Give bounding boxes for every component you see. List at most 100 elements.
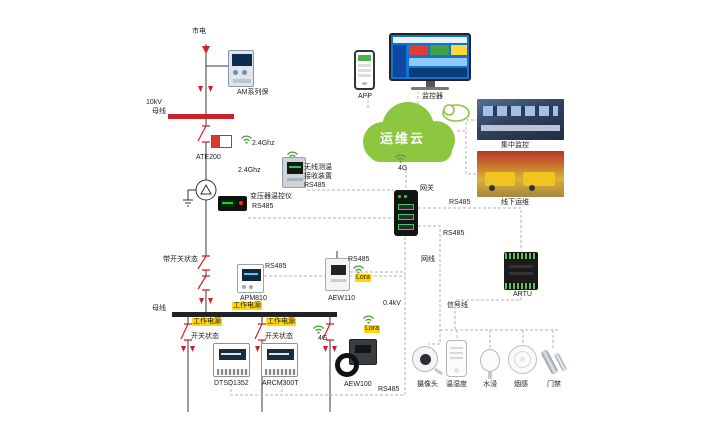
ghz-mid-label: 2.4Ghz	[238, 167, 261, 174]
device-port	[398, 204, 414, 210]
camera-device	[410, 344, 444, 378]
central-monitoring-label: 集中监控	[501, 142, 529, 149]
monitor-device	[389, 33, 471, 91]
aew110-label: AEW110	[328, 295, 356, 302]
device-screen	[355, 345, 371, 353]
lv-busbar-label: 母线	[152, 305, 166, 312]
photo-desk	[481, 125, 560, 131]
phone-app-row	[358, 64, 371, 67]
sensor-dot	[454, 368, 459, 373]
sensor-body	[212, 136, 220, 147]
wifi-icon-lora-aew110	[352, 265, 365, 274]
monitor-stand	[426, 81, 435, 87]
gateway-label: 网关	[420, 185, 434, 192]
signal-line-label: 信号线	[447, 302, 468, 309]
monitor-screen	[391, 35, 469, 79]
screen-tile	[430, 45, 449, 55]
door-access-device	[540, 346, 573, 378]
hv-busbar-label: 母线	[152, 108, 166, 115]
screen-tile	[409, 58, 467, 66]
device-port	[398, 214, 414, 220]
device-led	[239, 201, 243, 205]
device-screen	[219, 349, 246, 360]
lv-voltage-label: 0.4kV	[383, 300, 401, 307]
ground-symbol	[183, 189, 196, 207]
apm810-device	[237, 264, 264, 293]
mains-label: 市电	[192, 28, 206, 35]
transformer-symbol	[195, 179, 217, 201]
transformer-rs485-label: RS485	[252, 203, 274, 210]
wifi-icon-4g-gateway	[394, 154, 407, 163]
monitor-bezel	[389, 33, 471, 81]
aew100-label: AEW100	[344, 381, 372, 388]
phone-app-header	[358, 55, 371, 61]
monitor-label: 监控器	[422, 93, 443, 100]
device-port	[398, 224, 414, 230]
transformer-ctrl-label: 变压器温控仪	[250, 193, 292, 200]
device-button	[242, 285, 246, 289]
work-power-2-label: 工作电源	[266, 318, 296, 327]
feeder-lora-label: Lora	[364, 325, 381, 334]
wireless-rx-label-1: 无线测温	[304, 164, 332, 171]
hv-voltage-label: 10kV	[146, 99, 162, 106]
aew110-device	[325, 258, 350, 291]
artu-label: ARTU	[513, 291, 532, 298]
offline-ops-photo	[477, 151, 564, 197]
smoke-detector-device	[506, 344, 540, 376]
transformer-controller-device	[218, 196, 247, 211]
screen-tile	[409, 45, 428, 55]
phone-home-button	[362, 82, 367, 85]
wireless-rx-device	[282, 157, 306, 188]
cloud-icon	[363, 102, 470, 162]
screen-readout	[269, 353, 289, 355]
am-relay-device	[228, 50, 254, 87]
phone-app-row	[358, 69, 371, 72]
screen-tile	[451, 45, 467, 55]
screen-readout	[289, 166, 301, 168]
photo-truck	[485, 172, 515, 186]
device-screen	[221, 200, 235, 207]
comm-links	[230, 92, 560, 396]
camera-lens	[420, 354, 431, 365]
switch-status-main-label: 带开关状态	[163, 256, 198, 263]
sensor-body	[480, 349, 500, 372]
device-screen	[267, 349, 294, 360]
camera-label: 摄像头	[417, 381, 438, 388]
wireless-rx-rs485-label: RS485	[304, 182, 326, 189]
detector-ring	[514, 351, 531, 368]
device-terminals	[505, 253, 537, 259]
lv-busbar	[172, 312, 337, 317]
device-terminals	[265, 369, 296, 375]
wifi-icon-4g-feeder	[312, 325, 325, 334]
switch-status-1-label: 开关状态	[191, 333, 219, 340]
vent-slot	[450, 347, 463, 349]
device-terminals	[505, 283, 537, 289]
water-sensor-device	[477, 348, 503, 379]
device-led-row	[509, 265, 533, 268]
door-label: 门禁	[547, 381, 561, 388]
apm-rs485-label: RS485	[265, 263, 287, 270]
smoke-label: 烟感	[514, 381, 528, 388]
device-button	[242, 70, 247, 75]
device-led	[404, 195, 407, 198]
wireless-rx-label-2: 接收装置	[304, 173, 332, 180]
app-label: APP	[358, 93, 373, 100]
work-power-1-label: 工作电源	[192, 318, 222, 327]
aew-lora-label: Lora	[355, 274, 372, 283]
aew100-device	[335, 339, 379, 379]
uplink-4g-label: 4G	[398, 165, 408, 172]
feeder-rs485-bus-label: RS485	[378, 386, 400, 393]
vent-slot	[450, 352, 463, 354]
temp-humidity-label: 温湿度	[446, 381, 467, 388]
ate200-label: ATE200	[196, 154, 221, 161]
hv-busbar	[168, 114, 234, 119]
netcable-label: 网线	[421, 256, 435, 263]
ate200-sensor-device	[211, 135, 232, 148]
arcm300t-device	[261, 343, 298, 377]
detector-center	[520, 357, 525, 362]
dtsd1352-device	[213, 343, 250, 377]
temp-humidity-device	[446, 340, 467, 377]
phone-app-row	[358, 74, 371, 77]
artu-device	[504, 252, 538, 290]
